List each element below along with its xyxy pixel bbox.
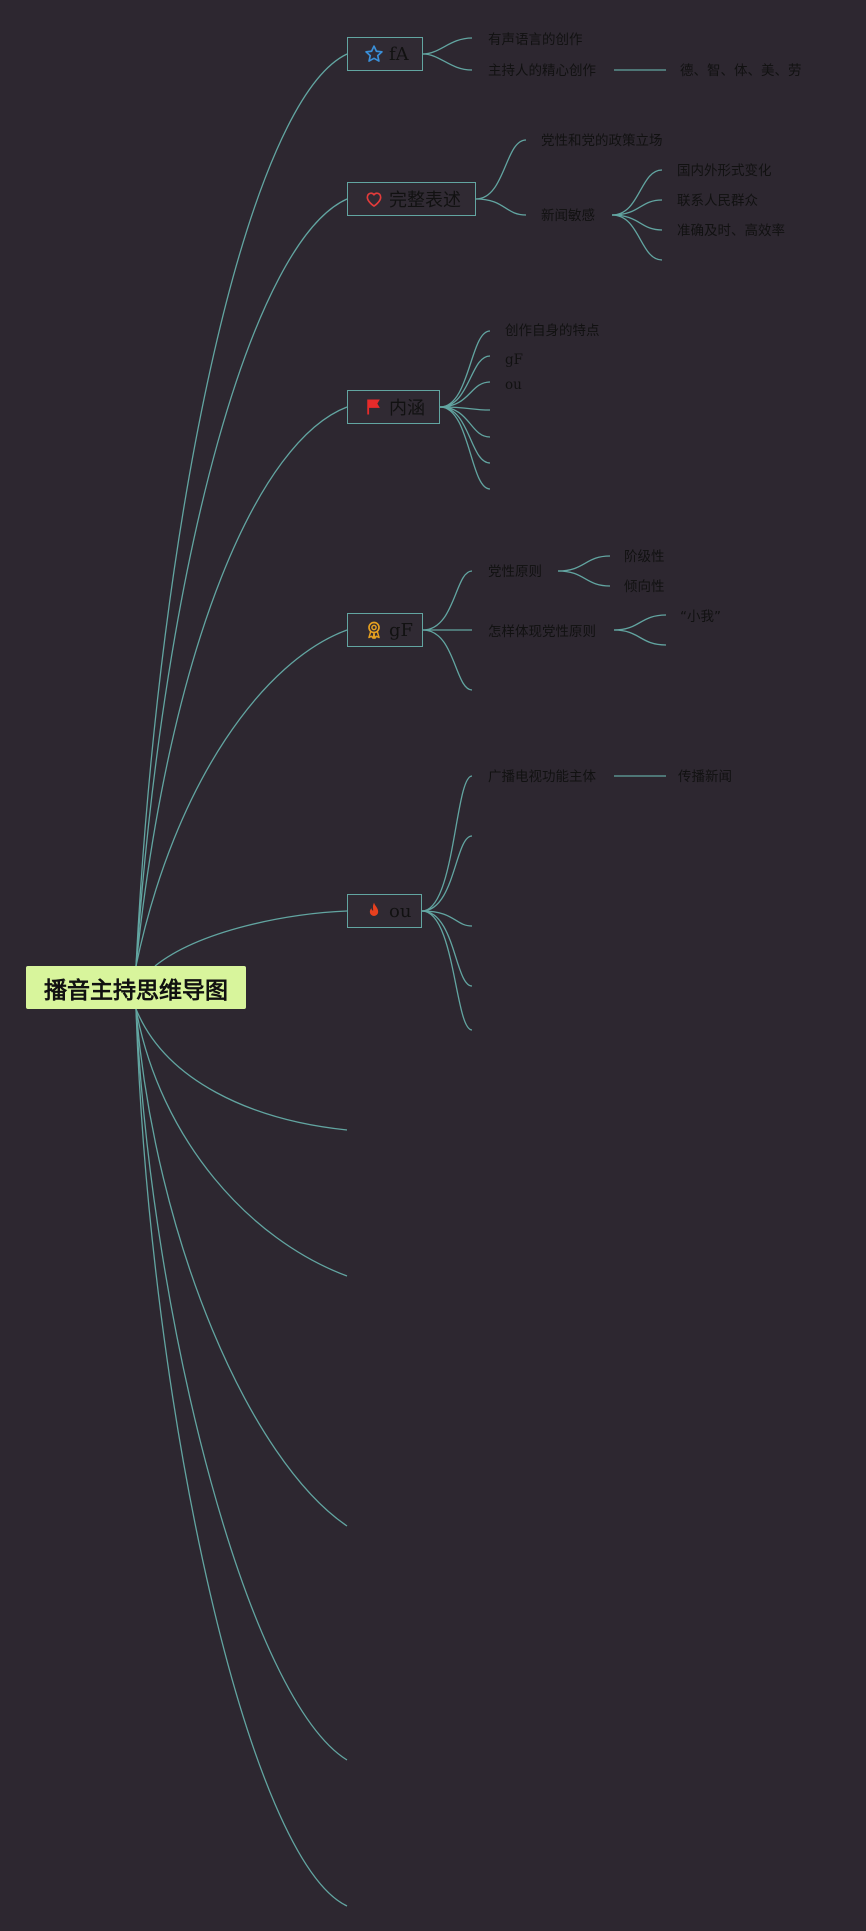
star-icon <box>364 44 384 64</box>
subtopic-node[interactable]: 国内外形式变化 <box>677 163 772 179</box>
connector-t5-c1 <box>421 775 473 912</box>
topic-label: fA <box>389 43 409 65</box>
connector-root-topic-1 <box>135 53 348 967</box>
connector-root-topic-3 <box>135 406 348 967</box>
topic-label: 完整表述 <box>389 190 461 211</box>
connector-root-topic-5 <box>154 910 348 967</box>
connector-t3-c7 <box>439 406 491 490</box>
connector-t3-c1 <box>439 330 491 408</box>
subtopic-node[interactable]: 传播新闻 <box>678 769 732 785</box>
connector-t4-c2-g1 <box>613 614 667 631</box>
subtopic-node[interactable]: 倾向性 <box>624 579 665 595</box>
connector-t2-c1 <box>475 139 527 200</box>
topic-label: 内涵 <box>389 398 425 419</box>
connector-t4-c1-g1 <box>557 555 611 572</box>
connector-t1-c2 <box>422 53 473 71</box>
connector-root-empty-3 <box>135 1008 348 1527</box>
subtopic-node[interactable]: 准确及时、高效率 <box>677 223 785 239</box>
connector-t5-c3 <box>421 910 473 927</box>
topic-node-3[interactable]: 内涵 <box>347 390 440 424</box>
subtopic-node[interactable]: 有声语言的创作 <box>488 32 583 48</box>
connector-t2-c2-g4 <box>611 214 663 261</box>
connector-root-empty-4 <box>135 1008 348 1761</box>
connector-t2-c2-g2 <box>611 199 663 216</box>
subtopic-node[interactable]: 德、智、体、美、劳 <box>680 63 802 79</box>
connector-root-empty-1 <box>135 1008 348 1131</box>
topic-node-5[interactable]: ou <box>347 894 422 928</box>
topic-label: ou <box>389 900 412 922</box>
subtopic-node[interactable]: 党性和党的政策立场 <box>541 133 663 149</box>
root-node[interactable]: 播音主持思维导图 <box>26 966 246 1009</box>
subtopic-node[interactable]: 怎样体现党性原则 <box>488 624 596 640</box>
connector-t1-c1 <box>422 37 473 55</box>
connector-lines <box>135 37 667 1907</box>
flag-icon <box>364 397 384 417</box>
subtopic-node[interactable]: “小我” <box>680 609 721 625</box>
connector-t4-c2-g2 <box>613 629 667 646</box>
topic-node-1[interactable]: fA <box>347 37 423 71</box>
subtopic-node[interactable]: 广播电视功能主体 <box>488 769 596 785</box>
topic-label: gF <box>389 619 414 641</box>
heart-icon <box>364 189 384 209</box>
fire-icon <box>364 901 384 921</box>
connector-t4-c1-g2 <box>557 570 611 587</box>
subtopic-node[interactable]: ou <box>505 377 522 393</box>
connector-root-topic-4 <box>135 629 348 967</box>
subtopic-node[interactable]: 联系人民群众 <box>677 193 758 209</box>
connector-root-empty-5 <box>135 1008 348 1907</box>
connector-t3-c3 <box>439 381 491 408</box>
connector-t4-c1 <box>422 570 473 631</box>
connector-t5-c5 <box>421 910 473 1031</box>
subtopic-node[interactable]: 新闻敏感 <box>541 208 595 224</box>
subtopic-node[interactable]: 阶级性 <box>624 549 665 565</box>
connector-t4-c3 <box>422 629 473 691</box>
connector-t3-c2 <box>439 355 491 408</box>
connector-t2-c2 <box>475 198 527 216</box>
connector-t2-c2-g3 <box>611 214 663 231</box>
connector-t3-c5 <box>439 406 491 438</box>
award-icon <box>364 620 384 640</box>
connector-t5-c4 <box>421 910 473 987</box>
subtopic-node[interactable]: 创作自身的特点 <box>505 323 600 339</box>
connector-root-empty-2 <box>135 1008 348 1277</box>
subtopic-node[interactable]: 党性原则 <box>488 564 542 580</box>
subtopic-node[interactable]: 主持人的精心创作 <box>488 63 596 79</box>
connector-t5-c2 <box>421 835 473 912</box>
topic-node-4[interactable]: gF <box>347 613 423 647</box>
connector-root-topic-2 <box>135 198 348 967</box>
connector-t2-c2-g1 <box>611 169 663 216</box>
subtopic-node[interactable]: gF <box>505 352 524 368</box>
topic-node-2[interactable]: 完整表述 <box>347 182 476 216</box>
